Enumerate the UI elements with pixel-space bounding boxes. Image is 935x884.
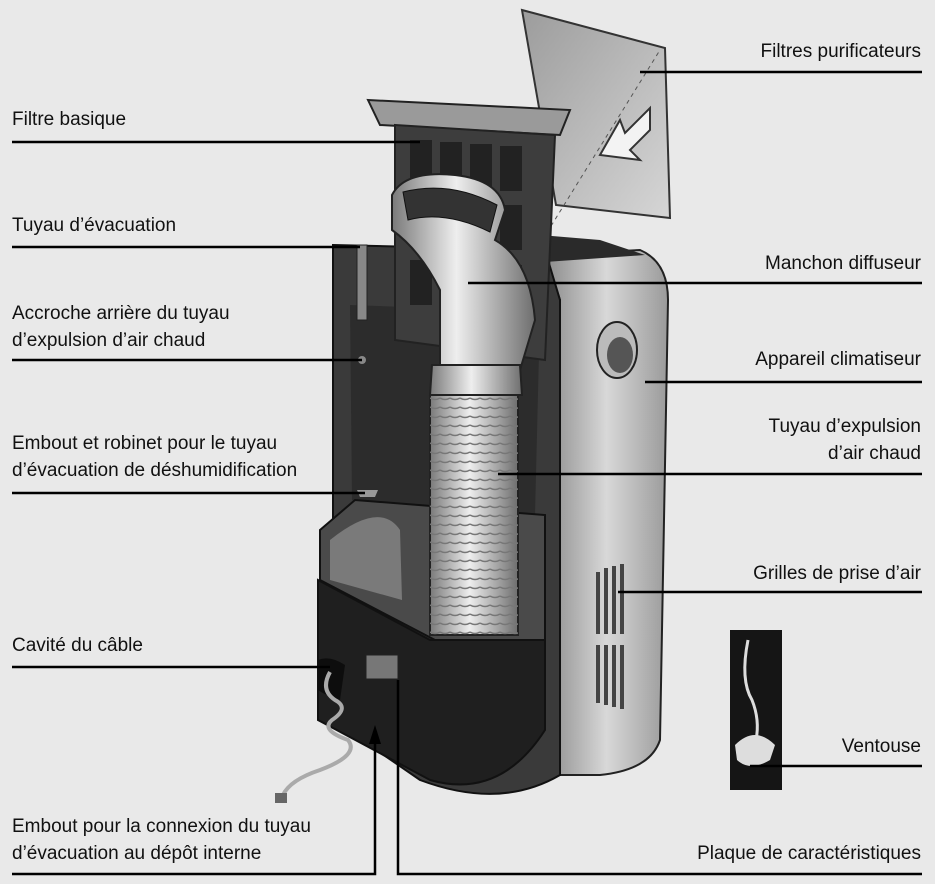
label-grilles-prise-air: Grilles de prise d’air xyxy=(753,563,921,584)
label-appareil-climatiseur: Appareil climatiseur xyxy=(755,349,921,370)
leader-lines xyxy=(12,70,922,876)
side-intake-grilles xyxy=(596,564,624,709)
label-embout-robinet-line2: d’évacuation de déshumidification xyxy=(12,460,298,481)
exhaust-hose-illustration xyxy=(391,173,537,636)
label-accroche-line1: Accroche arrière du tuyau xyxy=(12,303,230,324)
label-ventouse: Ventouse xyxy=(841,736,921,757)
purifying-filter-illustration xyxy=(520,8,672,261)
label-embout-connexion-line1: Embout pour la connexion du tuyau xyxy=(12,816,311,837)
label-tuyau-expulsion-line2: d’air chaud xyxy=(828,443,921,464)
label-plaque-caracteristiques: Plaque de caractéristiques xyxy=(697,843,921,864)
label-tuyau-expulsion-line1: Tuyau d’expulsion xyxy=(768,416,921,437)
suction-cup-illustration xyxy=(730,630,782,790)
label-filtres-purificateurs: Filtres purificateurs xyxy=(760,41,922,62)
label-accroche-line2: d’expulsion d’air chaud xyxy=(12,330,206,351)
label-manchon-diffuseur: Manchon diffuseur xyxy=(765,253,921,274)
label-filtre-basique: Filtre basique xyxy=(12,109,127,130)
rating-plate xyxy=(365,654,399,680)
label-tuyau-evacuation: Tuyau d’évacuation xyxy=(12,215,177,236)
label-embout-connexion-line2: d’évacuation au dépôt interne xyxy=(12,843,262,864)
label-embout-robinet-line1: Embout et robinet pour le tuyau xyxy=(12,433,278,454)
label-cavite-cable: Cavité du câble xyxy=(12,635,143,656)
